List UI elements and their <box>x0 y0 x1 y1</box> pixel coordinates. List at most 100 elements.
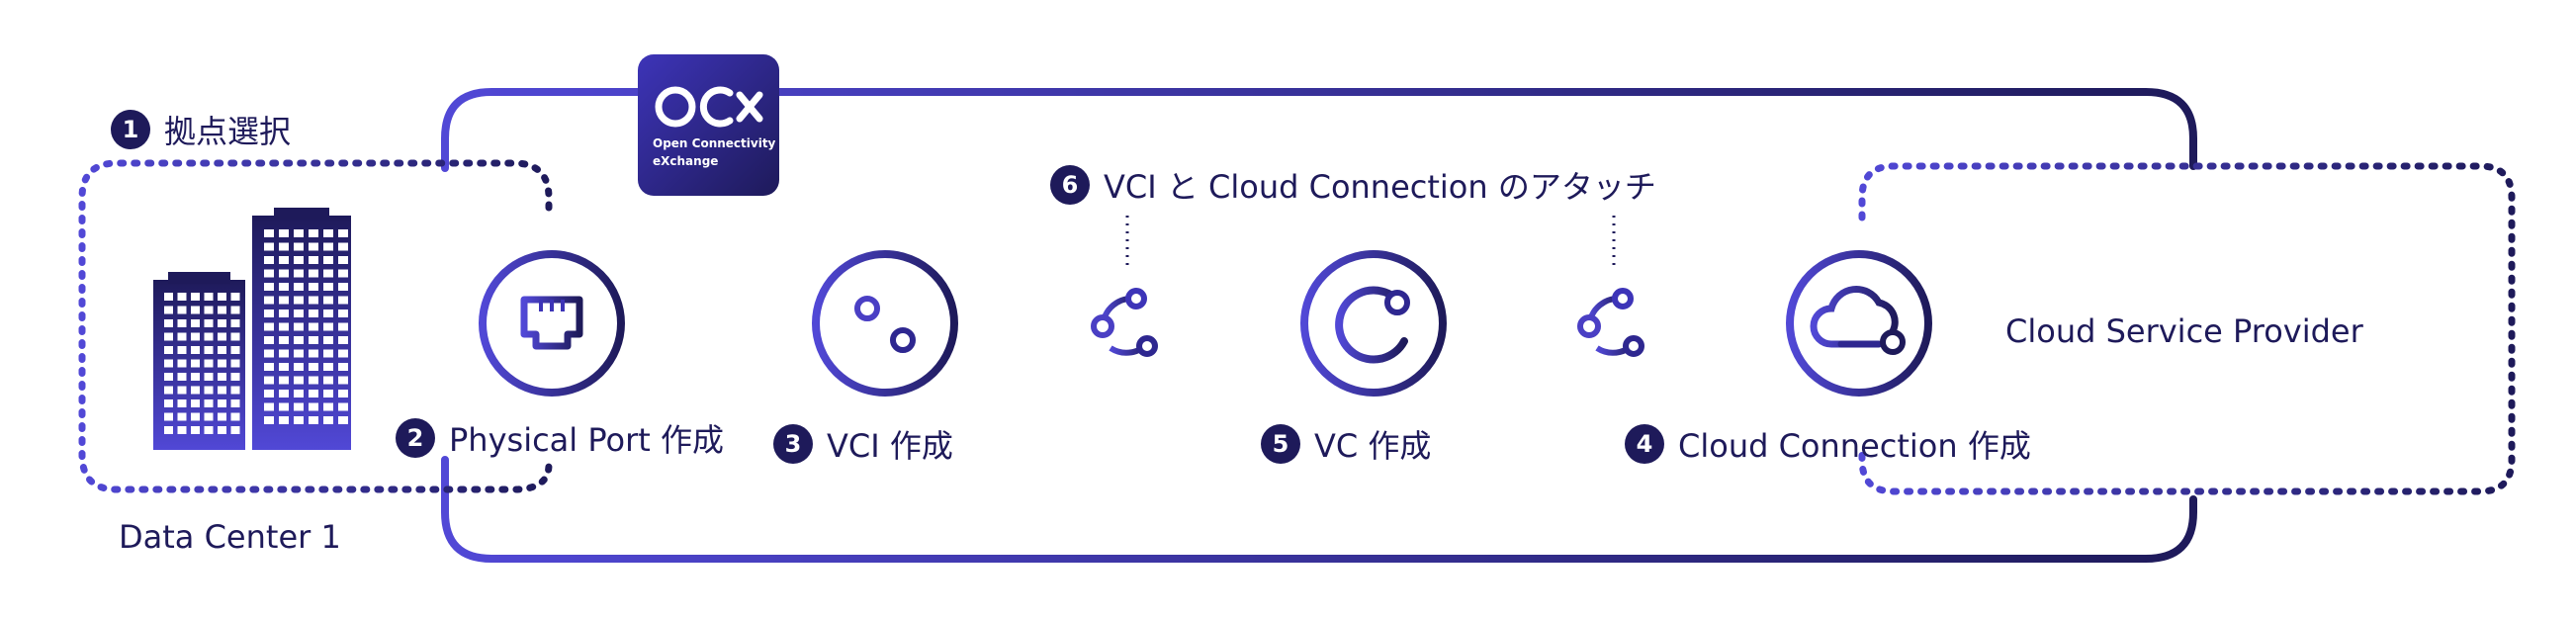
building-window <box>338 296 348 305</box>
building-window <box>177 359 187 368</box>
building-window <box>279 349 289 358</box>
building-window <box>309 376 318 385</box>
building-window <box>218 426 226 434</box>
building-window <box>279 402 289 411</box>
data-center-label: Data Center 1 <box>119 518 341 556</box>
building-window <box>204 306 214 314</box>
building-window <box>279 322 289 331</box>
building-window <box>177 332 187 341</box>
building-window <box>204 426 214 434</box>
building-window <box>309 402 318 411</box>
building-window <box>164 293 173 301</box>
building-window <box>323 363 333 371</box>
building-window <box>338 242 348 251</box>
attach-node-icon <box>1577 288 1644 357</box>
building-window <box>294 402 304 411</box>
building-window <box>177 306 187 314</box>
building-window <box>191 373 200 381</box>
building-window <box>230 346 240 354</box>
building-window <box>177 373 187 381</box>
building-window <box>294 269 304 278</box>
building-window <box>191 399 200 407</box>
building-window <box>264 229 274 237</box>
building-window <box>230 386 240 395</box>
ocx-network-loop <box>441 88 2197 563</box>
building-window <box>309 296 318 305</box>
building-window <box>338 283 348 291</box>
logo-line-2: eXchange <box>653 154 719 168</box>
building-window <box>279 256 289 264</box>
building-window <box>230 319 240 327</box>
building-window <box>191 332 200 341</box>
building-window <box>164 399 173 407</box>
building-window <box>191 306 200 314</box>
building-window <box>294 283 304 291</box>
ethernet-port-icon <box>479 250 625 397</box>
building-window <box>230 399 240 407</box>
building-window <box>264 296 274 305</box>
building-window <box>279 269 289 278</box>
building-window <box>323 310 333 317</box>
building-window <box>309 416 318 424</box>
building-window <box>191 426 200 434</box>
building-window <box>338 416 348 424</box>
step-number-badge: 3 <box>773 424 813 464</box>
building-window <box>294 322 304 331</box>
building-window <box>191 346 200 354</box>
building-window <box>191 359 200 368</box>
building-window <box>264 256 274 264</box>
building-window <box>204 359 214 368</box>
building-window <box>191 412 200 421</box>
building-window <box>323 336 333 344</box>
building-window <box>323 256 333 264</box>
building-window <box>294 336 304 344</box>
building-window <box>204 412 214 421</box>
step-number-badge: 1 <box>111 110 150 149</box>
building-window <box>218 386 226 395</box>
step-2-label: 2 Physical Port 作成 <box>396 415 724 461</box>
building-window <box>164 426 173 434</box>
building-window <box>294 256 304 264</box>
building-window <box>279 310 289 317</box>
building-window <box>204 373 214 381</box>
building-window <box>164 306 173 314</box>
step-5-label: 5 VC 作成 <box>1261 421 1431 467</box>
building-window <box>279 390 289 398</box>
building-window <box>309 269 318 278</box>
building-window <box>164 386 173 395</box>
building-window <box>338 363 348 371</box>
cloud-provider-label: Cloud Service Provider <box>2005 312 2363 350</box>
building-window <box>164 359 173 368</box>
building-window <box>177 293 187 301</box>
building-window <box>218 346 226 354</box>
building-window <box>264 416 274 424</box>
building-window <box>230 293 240 301</box>
building-window <box>177 386 187 395</box>
attach-node-icon <box>1091 288 1158 357</box>
building-window <box>164 332 173 341</box>
building-window <box>309 349 318 358</box>
building-window <box>177 399 187 407</box>
building-window <box>323 283 333 291</box>
building-window <box>309 390 318 398</box>
step-text: 拠点選択 <box>164 113 292 150</box>
building-window <box>218 412 226 421</box>
building-window <box>164 373 173 381</box>
building-window <box>204 293 214 301</box>
building-window <box>309 242 318 251</box>
connection-lines <box>643 310 1765 343</box>
building-window <box>204 332 214 341</box>
building-window <box>264 376 274 385</box>
step-text: Physical Port 作成 <box>449 421 724 459</box>
building-window <box>204 399 214 407</box>
building-window <box>279 296 289 305</box>
building-window <box>218 293 226 301</box>
building-window <box>279 336 289 344</box>
building-window <box>177 346 187 354</box>
building-window <box>204 319 214 327</box>
building-window <box>323 322 333 331</box>
building-window <box>338 402 348 411</box>
building-window <box>177 319 187 327</box>
building-window <box>294 296 304 305</box>
building-window <box>164 346 173 354</box>
